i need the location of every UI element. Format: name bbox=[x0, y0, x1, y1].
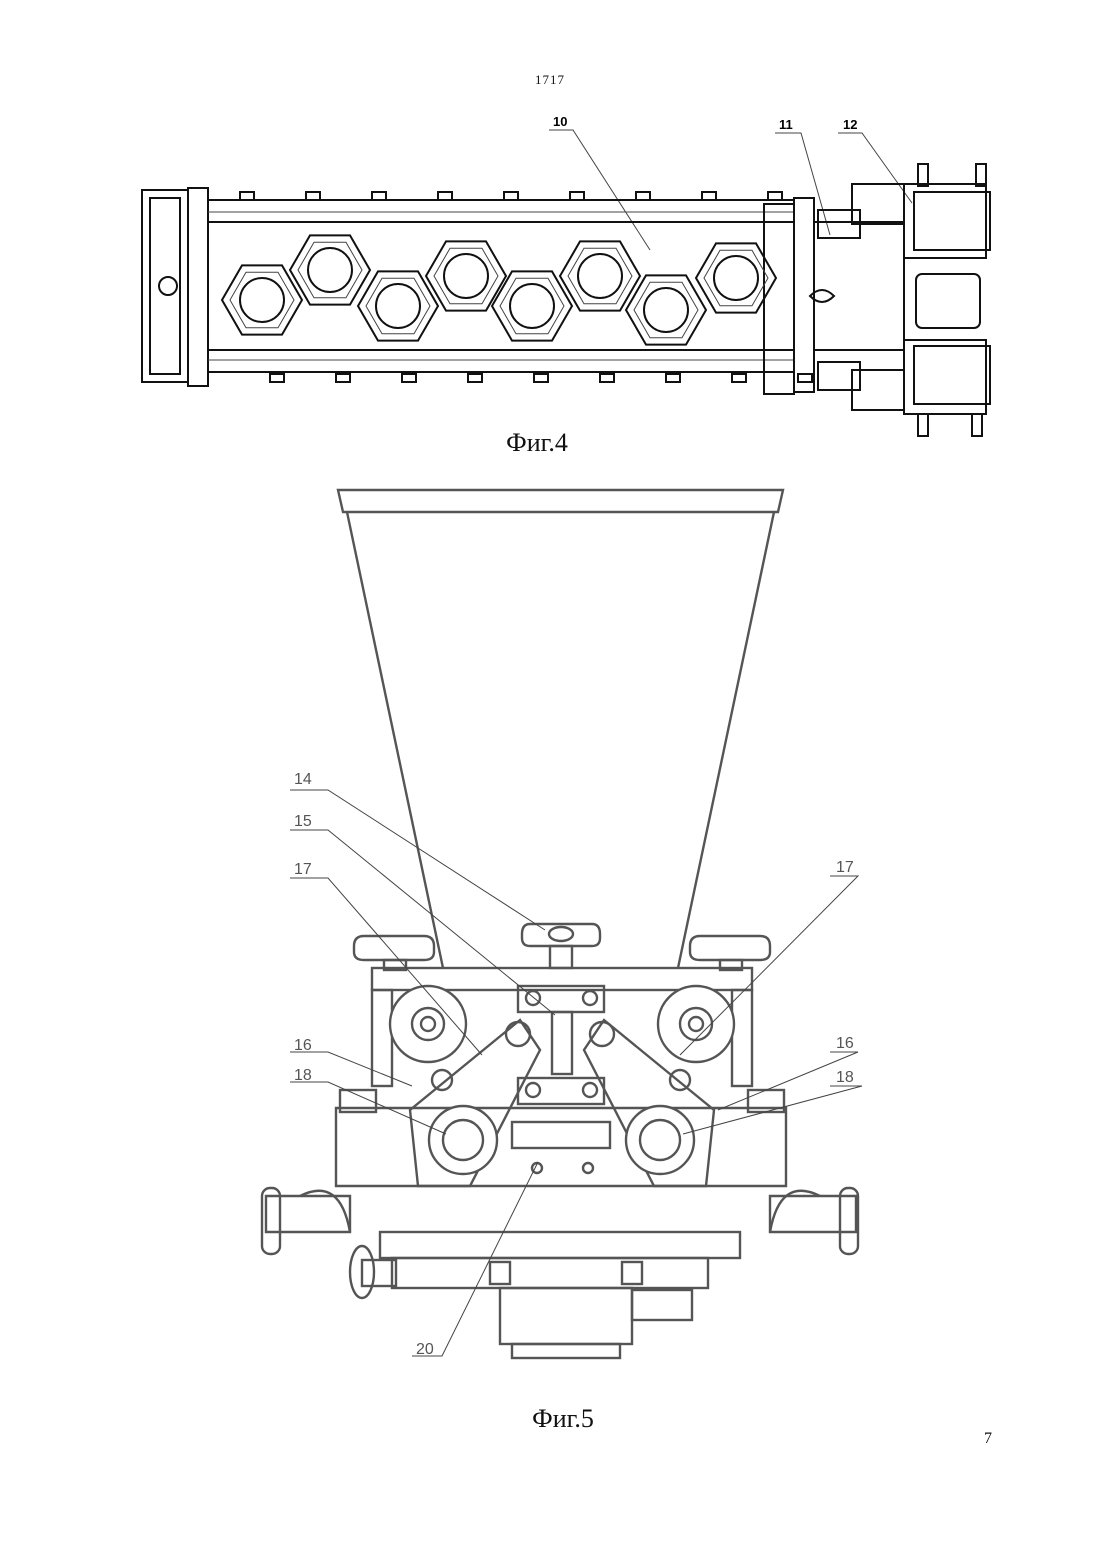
page-number: 7 bbox=[984, 1430, 992, 1448]
fig5-leaders bbox=[290, 790, 862, 1356]
fig5-label-18-right: 18 bbox=[836, 1069, 854, 1086]
fig5-label-17-right: 17 bbox=[836, 859, 854, 876]
fig5-housing bbox=[262, 968, 858, 1358]
fig5-label-20: 20 bbox=[416, 1341, 434, 1358]
fig5-mechanism bbox=[390, 986, 734, 1284]
fig5-hopper bbox=[338, 490, 783, 968]
fig5-label-16-left: 16 bbox=[294, 1037, 312, 1054]
fig5-label-14: 14 bbox=[294, 771, 312, 788]
fig5-label-17-left: 17 bbox=[294, 861, 312, 878]
figure-5-drawing: 14 15 17 17 16 16 18 18 20 bbox=[0, 0, 1100, 1400]
fig5-label-18-left: 18 bbox=[294, 1067, 312, 1084]
fig5-label-16-right: 16 bbox=[836, 1035, 854, 1052]
figure-5-caption: Фиг.5 bbox=[13, 1404, 1100, 1434]
fig5-label-15: 15 bbox=[294, 813, 312, 830]
